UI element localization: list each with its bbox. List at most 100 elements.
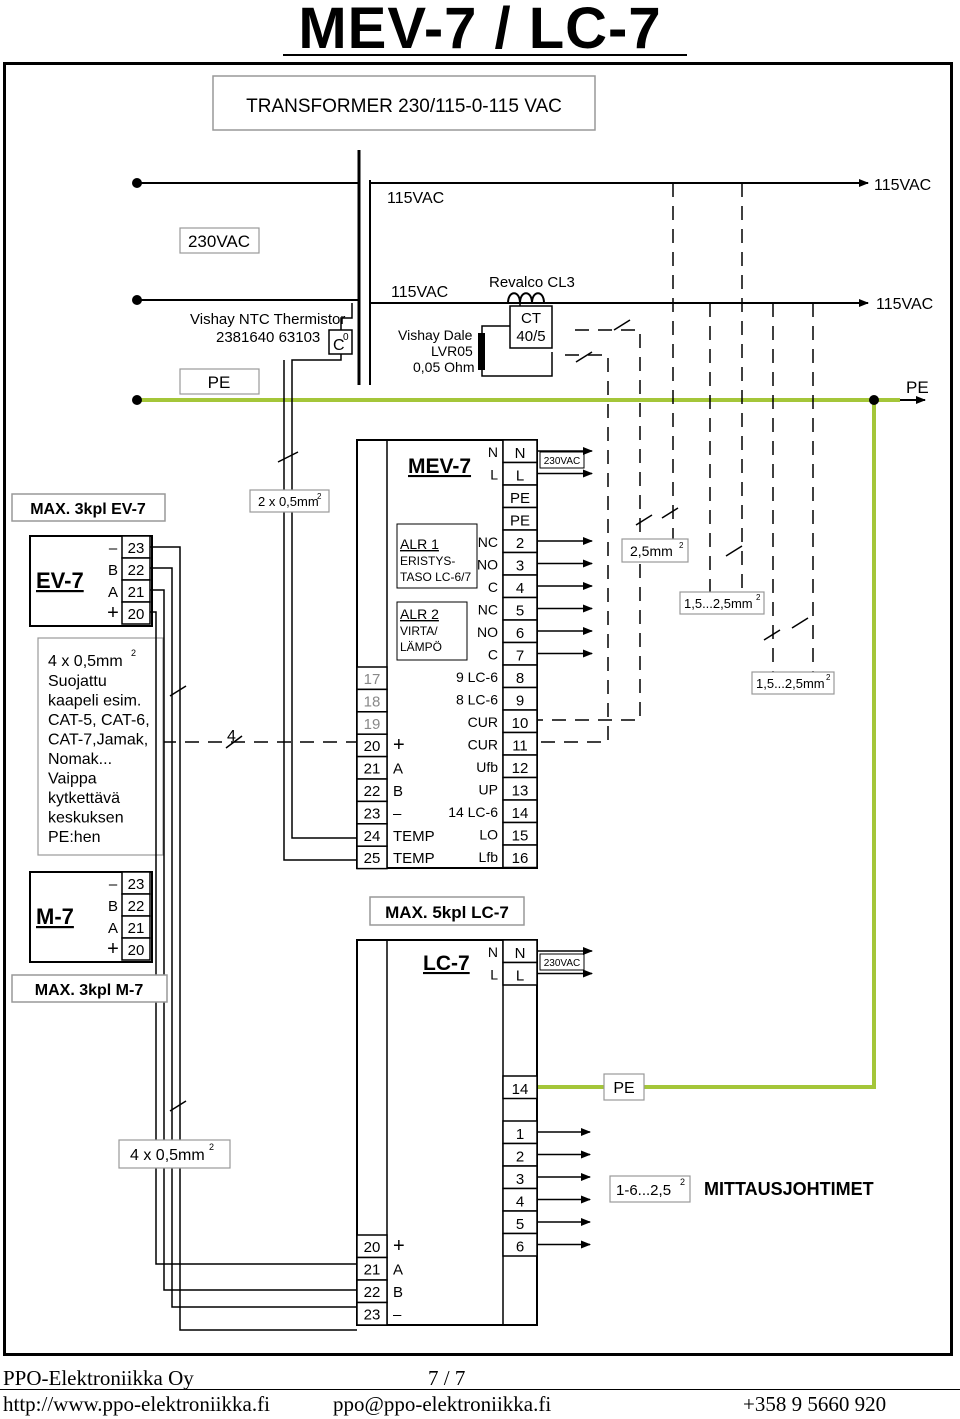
alr1-line: ERISTYS- bbox=[400, 554, 455, 568]
mev7-left-terminal bbox=[356, 845, 388, 870]
ct-coil-icon bbox=[507, 292, 545, 304]
pe-in-label: PE bbox=[208, 373, 231, 392]
lc7-right-pin-label: N bbox=[488, 944, 498, 960]
ev7-pin-symbol: B bbox=[108, 562, 118, 579]
two-wire-cable: 2 x 0,5mm bbox=[258, 494, 319, 509]
alr2-line: LÄMPÖ bbox=[400, 640, 442, 654]
ev7-note-cable: 4 x 0,5mm bbox=[48, 653, 123, 670]
mev7-right-pin-label: N bbox=[488, 444, 498, 460]
pe-in-box bbox=[179, 368, 260, 395]
lc7-pe-box bbox=[603, 1073, 645, 1101]
ev7-note-line: Suojattu bbox=[48, 673, 107, 690]
ev7-note-line: Nomak... bbox=[48, 751, 112, 768]
mev7-right-pin-number: 15 bbox=[512, 828, 529, 845]
ev7-pin-symbol: A bbox=[108, 584, 118, 601]
lc7-right-pin-label: L bbox=[490, 967, 498, 983]
mev7-right-pin-label: NO bbox=[477, 624, 498, 640]
m7-pin-symbol: + bbox=[107, 938, 119, 960]
ev7-note-line: keskuksen bbox=[48, 810, 124, 827]
mev7-right-pin-number: 11 bbox=[512, 738, 528, 755]
mev7-right-pin-label: 8 LC-6 bbox=[456, 692, 498, 708]
cur-cable-box bbox=[679, 591, 765, 615]
mev7-right-pin-number: 5 bbox=[516, 603, 524, 620]
mev7-left-pin-number: 23 bbox=[364, 805, 381, 822]
ev7-pin-symbol: + bbox=[107, 602, 119, 624]
ev7-bus-wires bbox=[150, 546, 357, 1331]
secondary-bottom-label: 115VAC bbox=[391, 284, 448, 301]
mev7-right-pin-label: C bbox=[488, 647, 498, 663]
mev7-left-pin-symbol: A bbox=[393, 761, 403, 778]
ev7-note-line: Vaippa bbox=[48, 771, 97, 788]
lc7-left-pin-number: 21 bbox=[364, 1262, 381, 1279]
pe-junction bbox=[869, 395, 879, 405]
mev7-left-pin-number: 22 bbox=[364, 783, 381, 800]
mev7-right-pin-label: NO bbox=[477, 557, 498, 573]
footer-company: PPO-Elektroniikka Oy bbox=[3, 1366, 194, 1390]
thermistor-lead bbox=[340, 303, 353, 330]
mev7-right-pin-label: NC bbox=[478, 534, 498, 550]
thermistor-part: 2381640 63103 bbox=[216, 329, 320, 346]
alr1-line: ALR 1 bbox=[400, 536, 439, 552]
mev7-left-pin-number: 17 bbox=[364, 671, 381, 688]
relay-cable-sup: 2 bbox=[679, 541, 684, 550]
four-wire-cable: 4 x 0,5mm bbox=[130, 1147, 205, 1164]
mev7-right-pin-number: 13 bbox=[512, 783, 529, 800]
m7-name: M-7 bbox=[36, 904, 74, 929]
ev7-pin-number: 23 bbox=[128, 540, 145, 557]
footer-phone: +358 9 5660 920 bbox=[743, 1392, 887, 1416]
relay-cable: 2,5mm bbox=[630, 543, 673, 559]
shunt-part: LVR05 bbox=[431, 343, 473, 359]
lc7-right-pin-number: N bbox=[515, 945, 526, 962]
mev7-left-pin-number: 21 bbox=[364, 761, 381, 778]
shunt-name: Vishay Dale bbox=[398, 327, 473, 343]
transformer-core bbox=[357, 150, 371, 385]
mev7-right-pin-label: Ufb bbox=[476, 759, 498, 775]
footer-page: 7 / 7 bbox=[428, 1366, 466, 1390]
m7-pin-symbol: A bbox=[108, 920, 118, 937]
ev7-pin-symbol: – bbox=[109, 540, 118, 557]
thermistor-wire-25 bbox=[283, 360, 357, 861]
ev7-note-box bbox=[37, 637, 164, 856]
mev7-left-pin-symbol: + bbox=[393, 734, 405, 756]
alr2-box bbox=[396, 601, 468, 661]
shunt-resistor-icon bbox=[478, 333, 485, 370]
lc7-left-pin-number: 20 bbox=[364, 1239, 381, 1256]
mev7-right-pin-label: LO bbox=[479, 827, 498, 843]
pe-out-label: PE bbox=[906, 378, 929, 397]
ev7-max-box bbox=[11, 493, 166, 522]
mev7-right-pin-label: CUR bbox=[468, 714, 498, 730]
mev7-right-pin-number: 14 bbox=[512, 805, 529, 822]
primary-terminal-bottom bbox=[132, 295, 142, 305]
mev7-left-pin-number: 20 bbox=[364, 738, 381, 755]
relay-cable-box bbox=[621, 538, 689, 563]
lc7-pe-terminal bbox=[502, 1075, 538, 1100]
thermistor-name: Vishay NTC Thermistor bbox=[190, 311, 345, 328]
mev7-supply: 230VAC bbox=[544, 456, 581, 467]
lc7-meas-pin-number: 6 bbox=[516, 1239, 524, 1256]
ev7-note-line: PE:hen bbox=[48, 829, 100, 846]
mev7-right-pin-label: Lfb bbox=[479, 849, 499, 865]
thermistor-degree: 0 bbox=[343, 332, 349, 343]
mev7-right-pin-number: N bbox=[515, 445, 526, 462]
primary-voltage: 230VAC bbox=[188, 232, 250, 251]
ev7-note-sup: 2 bbox=[131, 648, 136, 658]
dashed-cable-runs bbox=[162, 183, 814, 743]
four-wire-sup: 2 bbox=[209, 1142, 214, 1152]
mev7-left-pin-symbol: B bbox=[393, 783, 403, 800]
mev7-right-pin-number: 12 bbox=[512, 760, 529, 777]
mev7-right-pin-number: 4 bbox=[516, 580, 524, 597]
footer-web: http://www.ppo-elektroniikka.fi bbox=[3, 1392, 270, 1416]
two-wire-sup: 2 bbox=[317, 492, 322, 501]
lc7-pe-label: PE bbox=[613, 1080, 634, 1097]
ev7-note-line: kytkettävä bbox=[48, 790, 120, 807]
mev7-right-pin-number: 6 bbox=[516, 625, 524, 642]
lc7-meas-pin-number: 4 bbox=[516, 1194, 524, 1211]
volt-cable: 1,5...2,5mm bbox=[756, 676, 825, 691]
m7-pin-number: 23 bbox=[128, 876, 145, 893]
mev7-right-pin-number: 16 bbox=[512, 850, 529, 867]
